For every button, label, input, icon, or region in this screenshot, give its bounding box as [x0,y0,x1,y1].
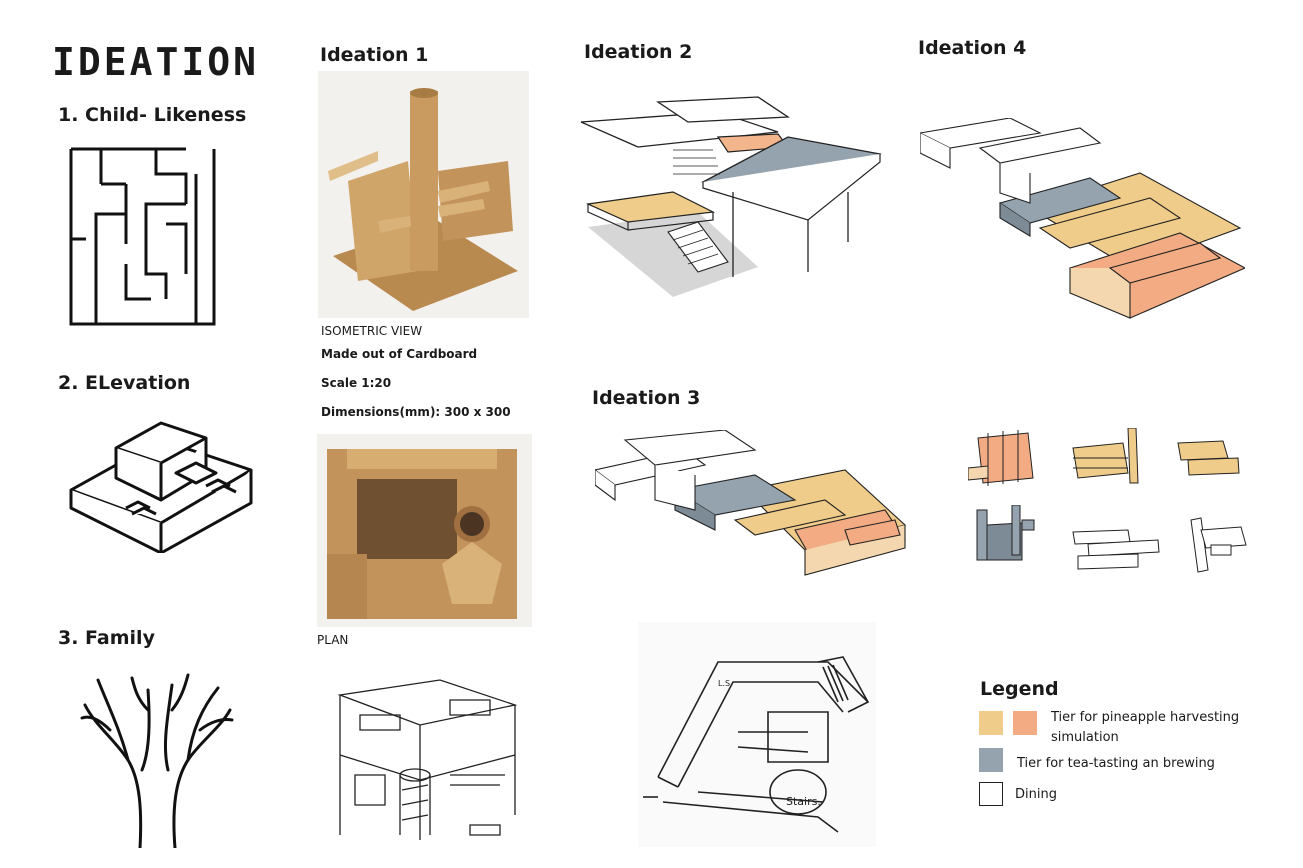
floor-plan-sketch: Stairs. L.S [638,622,876,847]
concept-label-family: 3. Family [58,627,155,649]
ideation-1-material: Made out of Cardboard [321,347,478,361]
isometric-stairs-icon [66,408,256,553]
component-white-beams [1068,527,1163,572]
legend-swatch-white [979,782,1003,806]
ideation-1-view-label: ISOMETRIC VIEW [321,324,423,338]
ideation-1-dimensions: Dimensions(mm): 300 x 300 [321,405,511,419]
ideation-1-scale: Scale 1:20 [321,376,392,390]
ideation-3-title: Ideation 3 [592,387,701,409]
concept-label-elevation: 2. ELevation [58,372,191,394]
interior-section-sketch [330,665,520,845]
tree-icon [80,670,235,848]
page-title: IDEATION [52,40,260,84]
component-tan-tier [1068,428,1143,493]
legend-dining-label: Dining [1015,787,1057,802]
legend-swatch-peach [1013,711,1037,735]
ideation-4-title: Ideation 4 [918,37,1027,59]
component-tan-small [1173,438,1243,483]
concept-label-child-likeness: 1. Child- Likeness [58,104,247,126]
legend-swatch-slate [979,748,1003,772]
component-white-stack [1186,515,1251,575]
ideation-2-massing-model [578,92,888,302]
component-slate-tier [972,505,1037,565]
ideation-1-title: Ideation 1 [320,44,429,66]
legend-tea-label: Tier for tea-tasting an brewing [1017,756,1215,771]
ideation-3-massing-model [595,430,910,580]
maze-icon [66,144,218,328]
legend-swatch-tan [979,711,1003,735]
ideation-4-massing-model [920,118,1245,323]
ideation-1-plan-label: PLAN [317,633,349,647]
legend-pineapple-label: Tier for pineapple harvesting simulation [1051,710,1240,745]
component-peach-tier [968,428,1038,493]
legend-title: Legend [980,678,1059,700]
cardboard-model-isometric-photo [318,71,529,318]
sketch-stairs-annotation: Stairs. [786,795,821,808]
ideation-2-title: Ideation 2 [584,41,693,63]
sketch-ls-annotation: L.S [718,679,730,688]
cardboard-model-plan-photo [317,434,532,627]
